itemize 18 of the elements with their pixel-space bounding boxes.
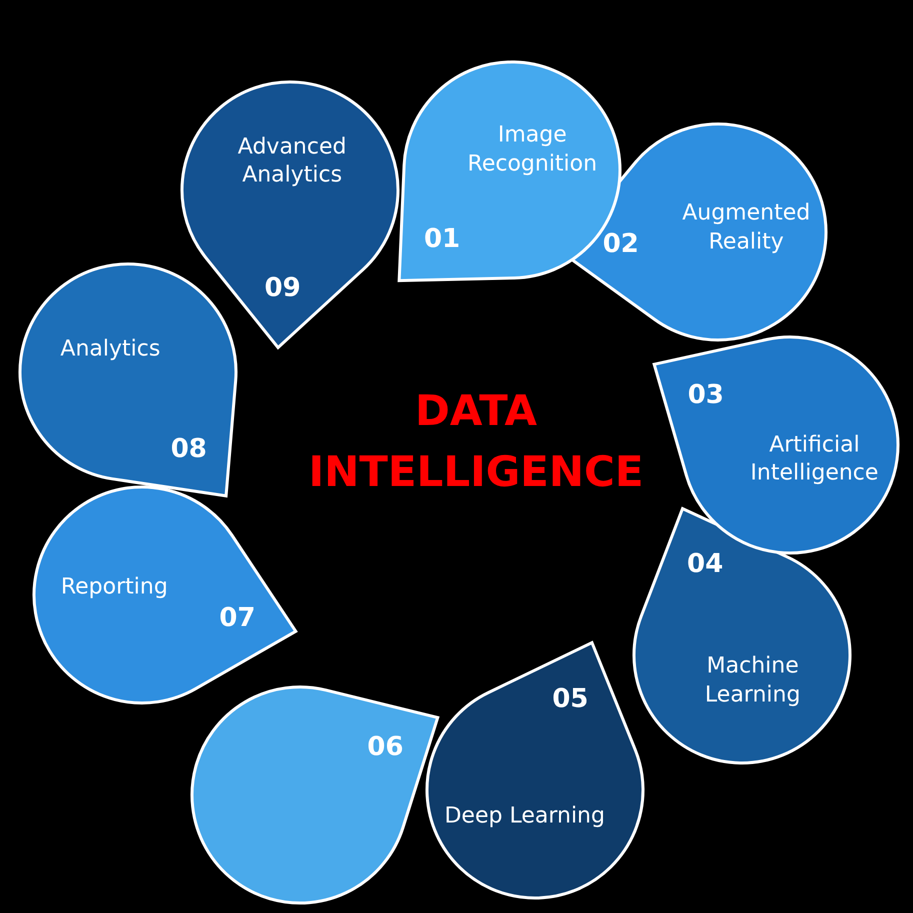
node-label: Machine Learning xyxy=(704,652,802,710)
step-number: 03 xyxy=(688,380,724,410)
step-number: 07 xyxy=(219,602,256,633)
step-number: 05 xyxy=(552,684,588,714)
diagram-title: DATA INTELLIGENCE xyxy=(307,385,645,498)
node-label: Reporting xyxy=(60,574,169,602)
step-number: 08 xyxy=(170,434,207,464)
node-label: Analytics xyxy=(59,335,162,364)
node-label: Image Recognition xyxy=(466,121,598,178)
step-number: 06 xyxy=(367,732,404,762)
node-label: Artificial Intelligence xyxy=(749,430,880,488)
step-number: 02 xyxy=(602,229,639,260)
step-number: 01 xyxy=(424,224,460,254)
node-label: Advanced Analytics xyxy=(236,133,348,190)
step-number: 09 xyxy=(264,272,301,303)
node-label: Augmented Reality xyxy=(681,200,812,256)
step-number: 04 xyxy=(687,549,724,580)
node-label: Deep Learning xyxy=(443,802,606,830)
